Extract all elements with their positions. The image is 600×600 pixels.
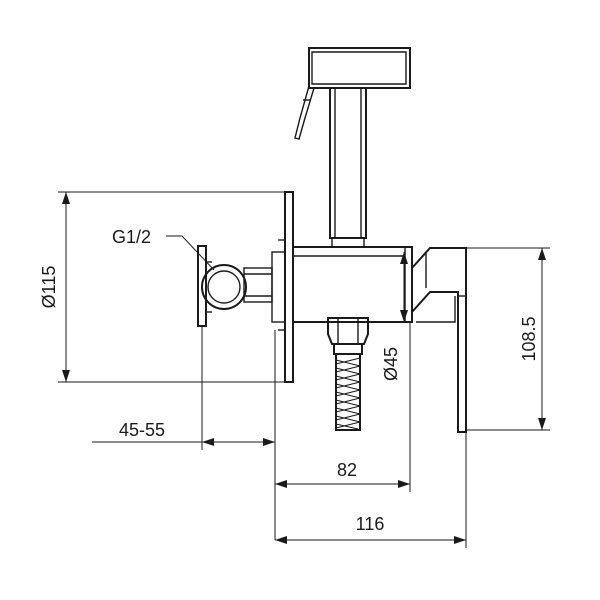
- shower-head: [294, 47, 411, 140]
- valve-body: [293, 246, 413, 323]
- dim-thread: G1/2: [112, 227, 215, 271]
- dim-wall-depth: 45-55: [92, 326, 276, 540]
- dim-holder-height: 108.5: [466, 247, 550, 431]
- dim-flange-diameter: Ø115: [39, 191, 285, 383]
- dim-total-length: 116: [275, 432, 467, 548]
- wall-connector: [197, 245, 273, 327]
- label-body-length: 82: [337, 460, 357, 480]
- label-holder-height: 108.5: [519, 316, 539, 361]
- label-thread: G1/2: [112, 227, 151, 247]
- faucet-assembly: [197, 47, 467, 433]
- dim-body-length: 82: [275, 322, 411, 492]
- label-flange-diameter: Ø115: [39, 266, 59, 309]
- dimension-lines: Ø115 G1/2 45-55 Ø45 8: [39, 191, 550, 548]
- label-outlet-diameter: Ø45: [381, 347, 401, 381]
- dim-outlet-diameter: Ø45: [381, 252, 408, 381]
- shower-handle: [329, 87, 367, 248]
- hose-connection: [327, 317, 369, 431]
- hose-braid: [335, 357, 361, 430]
- control-lever: [411, 247, 467, 433]
- label-wall-depth: 45-55: [119, 420, 165, 440]
- label-total-length: 116: [356, 514, 385, 534]
